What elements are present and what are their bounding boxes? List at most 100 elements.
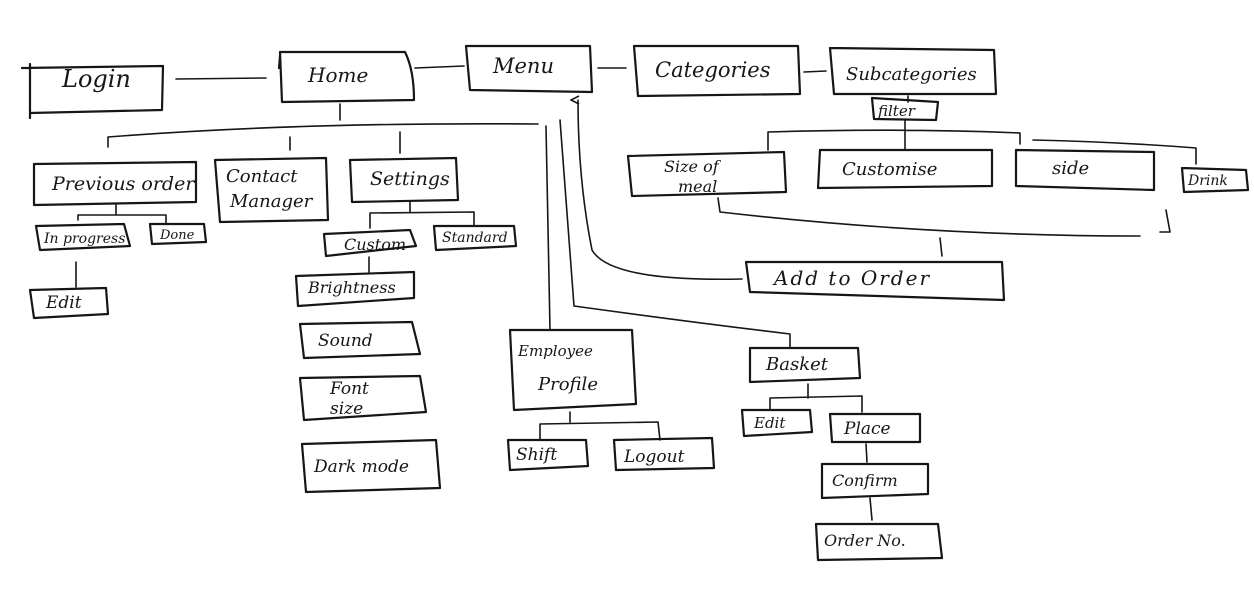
edge-home-to-children [107,103,539,154]
node-employee-profile-label-line2: Profile [537,374,598,395]
edge-confirm-to-order-no [869,497,873,521]
edge-previous-order-children [77,204,167,224]
node-size-of-meal-box [626,150,788,198]
edge-employee-profile-children [539,411,661,441]
node-in-progress-box [34,222,132,252]
node-contact-manager: Contact Manager [213,156,330,224]
node-previous-order: Previous order [32,160,198,207]
node-add-to-order: Add to Order [744,260,1006,302]
node-font-size-label-line1: Font [329,379,369,399]
node-logout-box [612,436,716,472]
node-size-of-meal-label-line1: Size of [664,157,722,176]
node-edit-basket-box [740,408,814,438]
node-font-size: Font size [298,374,428,422]
node-home-box [277,50,416,104]
node-brightness-label: Brightness [307,278,396,297]
node-employee-profile-label-line1: Employee [517,342,593,360]
node-basket-box [748,346,862,384]
connector-lines [75,65,1197,521]
node-edit-basket-label: Edit [753,414,786,432]
node-brightness: Brightness [294,270,416,308]
node-edit-order-label: Edit [45,293,82,313]
node-edit-order: Edit [28,286,110,320]
node-edit-order-box [28,286,110,320]
node-size-of-meal: Size of meal [626,150,788,198]
edge-children-to-add-to-order [717,197,1171,257]
node-subcategories-box [828,46,998,96]
edge-menu-to-employee-profile [545,125,551,331]
node-login-box [20,62,165,120]
edge-subcategories-filter-children [767,95,1197,165]
node-dark-mode: Dark mode [300,438,442,494]
node-order-no-label: Order No. [824,531,906,550]
node-done: Done [148,222,208,246]
node-shift-label: Shift [516,445,557,465]
node-filter: filter [870,96,940,122]
edge-add-to-order-to-menu [578,100,743,281]
node-home: Home [277,50,416,104]
node-custom: Custom [322,228,418,258]
node-customise-box [816,148,994,190]
edge-place-to-confirm [865,443,868,463]
node-sound-box [298,320,422,360]
node-custom-label: Custom [344,235,406,254]
node-customise-label: Customise [842,159,937,180]
node-confirm-label: Confirm [832,471,898,490]
edge-login-home [175,77,267,80]
node-menu-box [464,44,594,94]
node-login: Login [20,62,165,120]
node-basket: Basket [748,346,862,384]
node-subcategories-label: Subcategories [846,64,977,85]
node-side: side [1014,148,1156,192]
node-standard-label: Standard [442,230,508,246]
node-contact-manager-box [213,156,330,224]
node-in-progress: In progress [34,222,132,252]
node-drink: Drink [1180,166,1250,194]
node-dark-mode-label: Dark mode [313,457,409,477]
node-filter-label: filter [877,102,916,120]
node-logout-label: Logout [623,447,685,467]
node-menu: Menu [464,44,594,94]
node-standard: Standard [432,224,518,252]
node-side-box [1014,148,1156,192]
node-settings: Settings [348,156,460,204]
edge-home-menu [414,65,465,69]
node-font-size-label-line2: size [330,399,363,419]
node-add-to-order-label: Add to Order [772,266,931,290]
node-add-to-order-box [744,260,1006,302]
node-basket-label: Basket [765,354,829,375]
edge-basket-children [769,383,863,413]
node-login-label: Login [61,65,131,93]
node-done-label: Done [159,228,195,243]
node-logout: Logout [612,436,716,472]
node-brightness-box [294,270,416,308]
node-order-no-box [814,522,944,562]
node-previous-order-label: Previous order [51,173,196,195]
node-place-label: Place [843,419,891,439]
node-contact-manager-label-line2: Manager [229,191,314,212]
edge-settings-children [369,200,475,229]
node-employee-profile-box [508,328,638,412]
node-place: Place [828,412,922,444]
node-categories: Categories [632,44,802,98]
node-customise: Customise [816,148,994,190]
node-font-size-box [298,374,428,422]
node-drink-box [1180,166,1250,194]
node-menu-label: Menu [492,54,554,78]
node-categories-box [632,44,802,98]
node-done-box [148,222,208,246]
node-drink-label: Drink [1187,173,1228,189]
node-standard-box [432,224,518,252]
node-confirm-box [820,462,930,500]
node-sound: Sound [298,320,422,360]
node-settings-box [348,156,460,204]
node-settings-label: Settings [370,168,450,190]
node-sound-label: Sound [318,331,373,351]
node-previous-order-box [32,160,198,207]
node-in-progress-label: In progress [43,231,125,247]
node-side-label: side [1052,158,1089,179]
node-confirm: Confirm [820,462,930,500]
edge-menu-to-basket [559,119,791,348]
node-place-box [828,412,922,444]
